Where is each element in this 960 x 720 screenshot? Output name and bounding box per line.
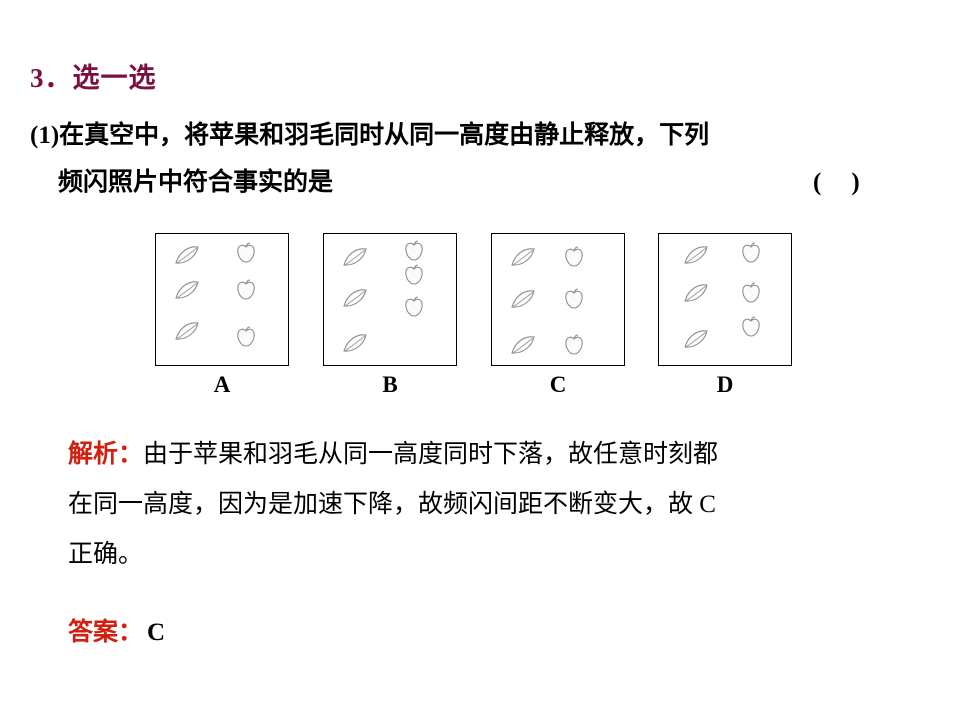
paren-close: ): [851, 169, 890, 196]
question-line-2: 频闪照片中符合事实的是 (): [58, 159, 930, 206]
feather-icon: [683, 330, 709, 350]
analysis-line-2: 在同一高度，因为是加速下降，故频闪间距不断变大，故 C: [68, 491, 716, 518]
apple-icon: [234, 242, 260, 263]
option-label-b: B: [382, 372, 398, 397]
option-image-d[interactable]: [658, 233, 792, 366]
feather-icon: [342, 289, 368, 309]
feather-icon: [342, 334, 368, 354]
apple-icon: [739, 316, 765, 337]
apple-icon: [402, 264, 428, 285]
analysis-line-3: 正确。: [68, 541, 144, 568]
analysis-block: 解析：由于苹果和羽毛从同一高度同时下落，故任意时刻都 在同一高度，因为是加速下降…: [68, 430, 938, 580]
answer-value: C: [147, 619, 166, 646]
answer-block: 答案：C: [68, 612, 165, 648]
option-label-c: C: [549, 372, 567, 397]
answer-label: 答案：: [68, 619, 144, 646]
analysis-line-1: 由于苹果和羽毛从同一高度同时下落，故任意时刻都: [143, 441, 719, 468]
feather-icon: [510, 336, 536, 356]
apple-icon: [562, 246, 588, 267]
option-image-b[interactable]: [323, 233, 457, 366]
apple-icon: [234, 326, 260, 347]
apple-icon: [402, 296, 428, 317]
option-images-row: A B: [0, 233, 960, 403]
feather-icon: [174, 322, 200, 342]
feather-icon: [510, 290, 536, 310]
feather-icon: [683, 246, 709, 266]
feather-icon: [683, 284, 709, 304]
feather-icon: [510, 248, 536, 268]
question-line-1: (1)在真空中，将苹果和羽毛同时从同一高度由静止释放，下列: [30, 122, 710, 149]
option-image-c[interactable]: [491, 233, 625, 366]
feather-icon: [174, 281, 200, 301]
page-title: 3．选一选: [30, 63, 157, 93]
apple-icon: [234, 279, 260, 300]
apple-icon: [562, 334, 588, 355]
analysis-label: 解析：: [68, 441, 144, 468]
apple-icon: [402, 240, 428, 261]
option-label-a: A: [213, 372, 231, 397]
option-label-d: D: [716, 372, 734, 397]
apple-icon: [739, 282, 765, 303]
question-stem: (1)在真空中，将苹果和羽毛同时从同一高度由静止释放，下列 频闪照片中符合事实的…: [30, 112, 930, 206]
option-image-a[interactable]: [155, 233, 289, 366]
feather-icon: [174, 246, 200, 266]
question-line-2-text: 频闪照片中符合事实的是: [58, 169, 334, 196]
apple-icon: [562, 288, 588, 309]
answer-blank-parens: (): [813, 159, 890, 206]
feather-icon: [342, 248, 368, 268]
paren-open: (: [813, 169, 852, 196]
apple-icon: [739, 242, 765, 263]
